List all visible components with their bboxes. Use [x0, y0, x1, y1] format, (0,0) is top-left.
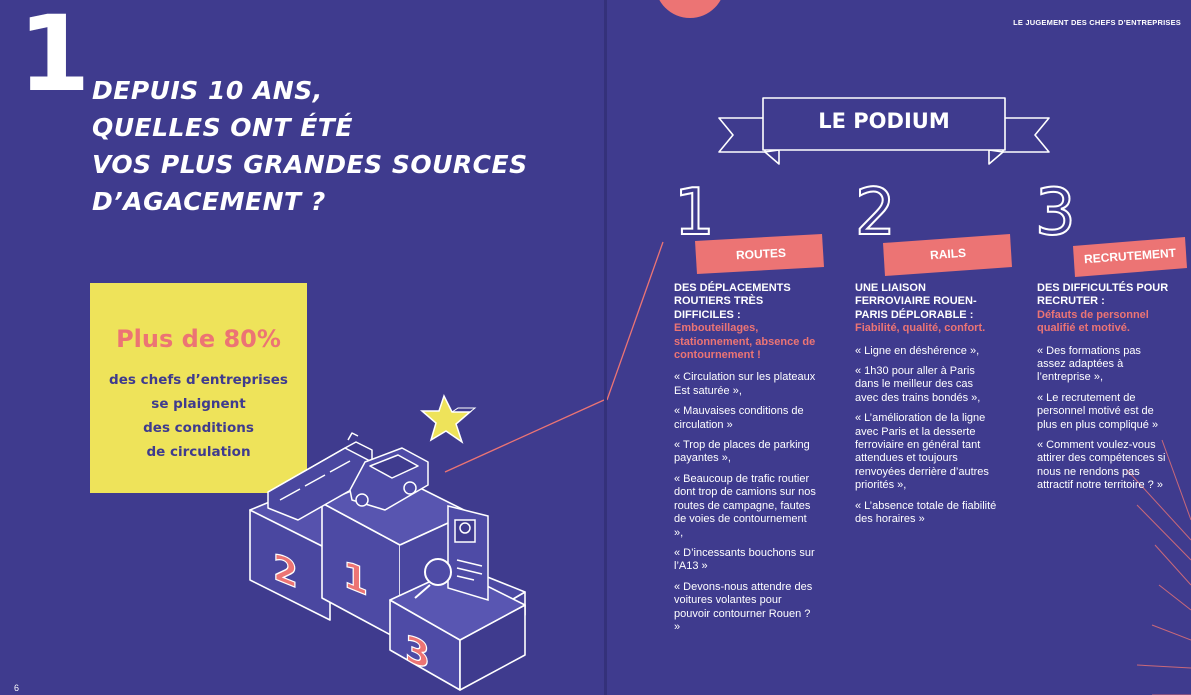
podium-number-3: 3 — [405, 626, 430, 678]
rank-number: 3 — [1034, 176, 1077, 250]
decorative-rays — [607, 97, 1191, 695]
quote: « Mauvaises conditions de circulation » — [674, 405, 804, 431]
profile-card-icon — [447, 505, 489, 602]
heading-text: UNE LIAISON FERROVIAIRE ROUEN-PARIS DÉPL… — [855, 282, 977, 321]
stat-line: se plaignent — [151, 396, 246, 412]
page-header: LE JUGEMENT DES CHEFS D’ENTREPRISES — [1013, 18, 1181, 27]
tag-shape — [883, 234, 1012, 276]
tag-shape — [695, 234, 824, 274]
stat-headline: Plus de 80% — [116, 325, 281, 353]
quote: « 1h30 pour aller à Paris dans le meille… — [855, 365, 981, 404]
subheading-text: Défauts de personnel qualifié et motivé. — [1037, 308, 1149, 335]
podium-number-2: 2 — [273, 545, 298, 597]
right-page: LE JUGEMENT DES CHEFS D’ENTREPRISES LE P… — [607, 0, 1191, 695]
tag-shape — [1073, 237, 1187, 277]
column-routes: DES DÉPLACEMENTS ROUTIERS TRÈS DIFFICILE… — [674, 282, 816, 641]
quote: « Comment voulez-vous attirer des compét… — [1037, 439, 1166, 492]
stat-line: des conditions — [143, 420, 254, 436]
car-icon — [349, 447, 429, 511]
quote: « Des formations pas assez adaptées à l’… — [1037, 344, 1141, 384]
question-line: vos plus grandes sources — [92, 150, 528, 179]
question-title: Depuis 10 ans, quelles ont été vos plus … — [92, 72, 532, 220]
page-number: 6 — [14, 683, 20, 693]
quote: « Devons-nous attendre des voitures vola… — [674, 580, 813, 633]
section-number: 1 — [18, 0, 91, 115]
banner-title: LE PODIUM — [818, 109, 950, 133]
page-gutter — [604, 0, 607, 695]
stat-line: de circulation — [146, 444, 251, 460]
banner-ribbon — [718, 97, 1050, 165]
subheading-text: Embouteillages, stationnement, absence d… — [674, 322, 816, 362]
column-recrutement: DES DIFFICULTÉS POUR RECRUTER : Défauts … — [1037, 282, 1169, 500]
heading-text: DES DÉPLACEMENTS ROUTIERS TRÈS DIFFICILE… — [674, 282, 791, 321]
quote: « Beaucoup de trafic routier dont trop d… — [674, 472, 816, 539]
quote: « L’amélioration de la ligne avec Paris … — [855, 412, 989, 492]
rank-number: 1 — [673, 176, 716, 250]
quote: « Circulation sur les plateaux Est satur… — [674, 371, 816, 397]
stat-line: des chefs d’entreprises — [109, 372, 288, 388]
star-icon — [419, 394, 477, 444]
quote: « L’absence totale de fiabilité des hora… — [855, 499, 997, 526]
quote: « D’incessants bouchons sur l’A13 » — [674, 546, 815, 573]
podium-illustration: 2 1 3 — [249, 394, 604, 691]
question-line: Depuis 10 ans, — [92, 76, 323, 105]
column-heading: DES DIFFICULTÉS POUR RECRUTER : Défauts … — [1037, 282, 1169, 336]
question-line: quelles ont été — [92, 113, 353, 142]
magnifier-icon — [414, 558, 452, 599]
quote: « Ligne en déshérence », — [855, 344, 980, 357]
heading-text: DES DIFFICULTÉS POUR RECRUTER : — [1037, 282, 1169, 308]
question-line: d’agacement ? — [92, 187, 326, 216]
column-heading: UNE LIAISON FERROVIAIRE ROUEN-PARIS DÉPL… — [855, 282, 997, 336]
quote: « Le recrutement de personnel motivé est… — [1037, 391, 1159, 431]
column-heading: DES DÉPLACEMENTS ROUTIERS TRÈS DIFFICILE… — [674, 282, 816, 362]
column-rails: UNE LIAISON FERROVIAIRE ROUEN-PARIS DÉPL… — [855, 282, 997, 534]
quote: « Trop de places de parking payantes », — [674, 439, 810, 465]
stat-box: Plus de 80% des chefs d’entreprises se p… — [90, 283, 307, 493]
subheading-text: Fiabilité, qualité, confort. — [855, 322, 986, 335]
rank-number: 2 — [854, 176, 897, 250]
left-page: 1 Depuis 10 ans, quelles ont été vos plu… — [14, 0, 604, 693]
